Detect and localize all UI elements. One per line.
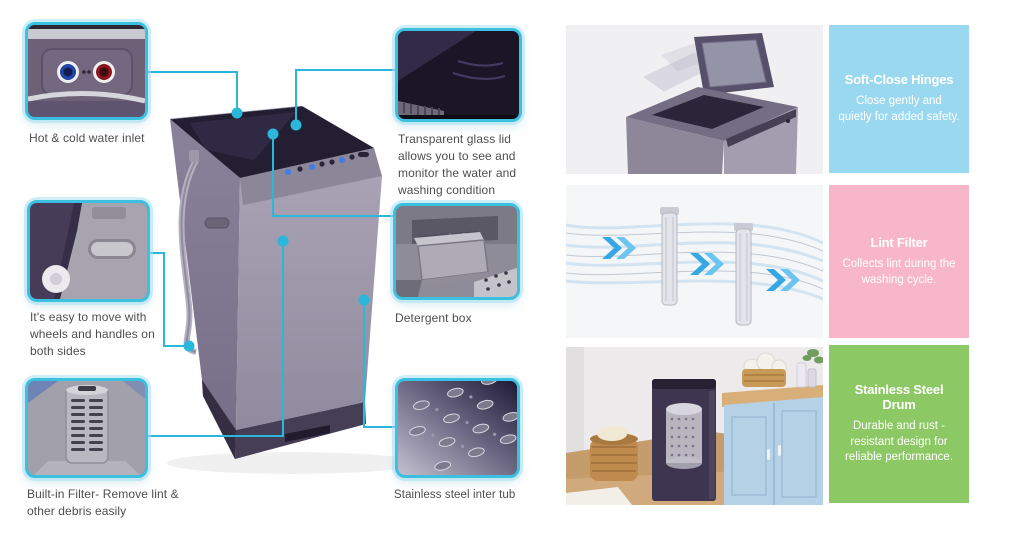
built-in-filter-image xyxy=(28,381,145,475)
glass-lid-caption: Transparent glass lid allows you to see … xyxy=(398,132,517,198)
callout-leader-lines xyxy=(146,69,395,437)
stainless-steel-drum-box: Stainless Steel Drum Durable and rust -r… xyxy=(829,345,969,503)
lint-filter-image xyxy=(566,185,823,338)
washer-base xyxy=(235,402,366,459)
plant-leaves xyxy=(802,349,823,364)
washer-lid xyxy=(170,106,374,178)
feature-description: Collects lint during the washing cycle. xyxy=(842,257,956,286)
feature-title: Lint Filter xyxy=(870,234,928,250)
built-in-filter-caption: Built-in Filter- Remove lint & other deb… xyxy=(27,487,179,519)
hot-cold-inlet-caption: Hot & cold water inlet xyxy=(29,131,145,145)
detergent-box-image xyxy=(396,206,517,297)
towel-basket xyxy=(742,352,787,387)
washer-control-panel xyxy=(240,148,382,205)
wheels-handles-image xyxy=(30,203,147,299)
filter-cartridges xyxy=(660,207,753,326)
wheels-handles-thumbnail xyxy=(27,200,150,302)
tub-dimples xyxy=(409,381,517,471)
stainless-tub-thumbnail xyxy=(395,378,520,478)
glass-lid-image xyxy=(398,31,519,119)
washer-side-handle xyxy=(204,217,230,229)
washer-lid-sheen xyxy=(190,112,296,160)
built-in-filter-thumbnail xyxy=(25,378,148,478)
hot-cold-inlet-image xyxy=(28,25,145,117)
flow-arrows xyxy=(602,237,800,291)
stainless-tub-image xyxy=(398,381,517,475)
washer-shadow xyxy=(167,452,417,474)
feature-title: Stainless Steel Drum xyxy=(854,381,944,412)
laundry-basket xyxy=(590,426,638,481)
water-flow-illustration xyxy=(566,185,823,338)
room-washer xyxy=(652,379,716,501)
washer-left-face xyxy=(170,119,240,459)
detergent-bottles xyxy=(796,362,817,388)
feature-description: Durable and rust -resistant design for r… xyxy=(844,419,954,464)
hot-cold-inlet-thumbnail xyxy=(25,22,148,120)
open-lid-illustration xyxy=(566,25,823,174)
feature-description: Close gently and quietly for added safet… xyxy=(838,95,960,123)
washer-base-side xyxy=(202,380,236,459)
feature-title: Soft-Close Hinges xyxy=(844,72,954,88)
glass-lid-thumbnail xyxy=(395,28,522,122)
laundry-room-image xyxy=(566,347,823,505)
washer-drain-hose xyxy=(178,150,199,355)
callout-anchor-dots xyxy=(183,107,370,352)
lint-filter-box: Lint Filter Collects lint during the was… xyxy=(829,185,969,338)
washer-control-buttons xyxy=(285,152,369,175)
laundry-room-illustration xyxy=(566,347,823,505)
detergent-box-caption: Detergent box xyxy=(395,311,472,325)
soft-close-hinges-image xyxy=(566,25,823,174)
washer-front-face xyxy=(236,176,382,430)
cabinet xyxy=(722,385,823,505)
stainless-tub-caption: Stainless steel inter tub xyxy=(394,489,516,501)
washer-base-vent xyxy=(285,425,330,442)
detergent-box-thumbnail xyxy=(393,203,520,300)
easy-move-caption: It's easy to move with wheels and handle… xyxy=(30,310,155,359)
soft-close-hinges-box: Soft-Close Hinges Close gently and quiet… xyxy=(829,25,969,173)
